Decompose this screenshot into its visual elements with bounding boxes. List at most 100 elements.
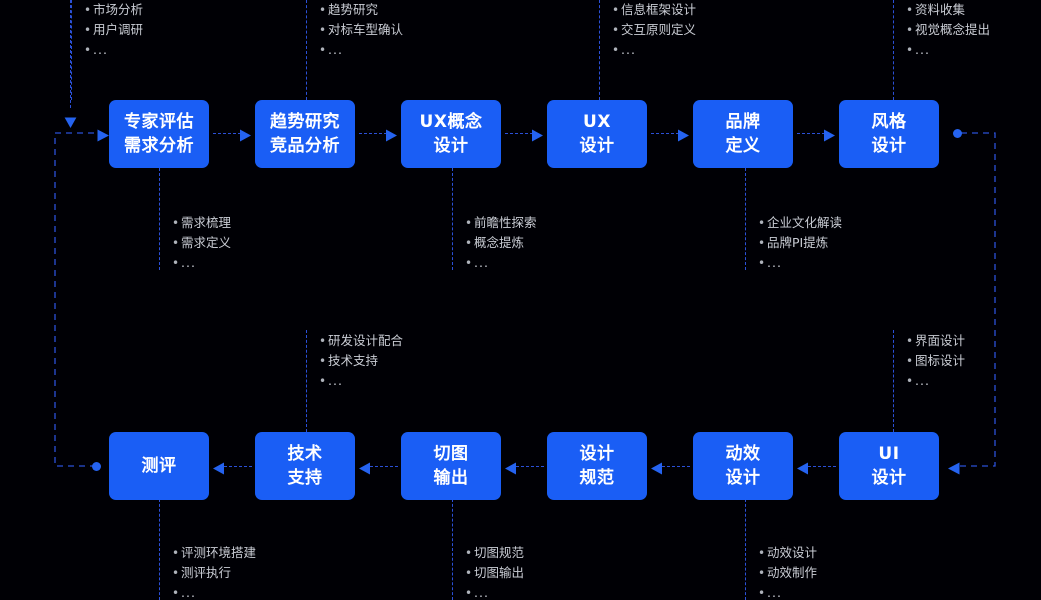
stem-note-trend: [306, 0, 307, 100]
bullet-icon: •: [465, 566, 473, 580]
bullet-icon: •: [84, 23, 92, 37]
list-item: •...: [758, 253, 842, 273]
node-line-2: 规范: [579, 468, 615, 488]
connector-incoming-top: [70, 0, 71, 108]
note-evaluation-detail: •评测环境搭建 •测评执行 •...: [172, 543, 256, 600]
bullet-icon: •: [84, 3, 92, 17]
node-trend-research[interactable]: 趋势研究 竞品分析: [255, 100, 355, 168]
loop-origin-dot-right: [953, 129, 962, 138]
node-ux-concept[interactable]: UX概念 设计: [401, 100, 501, 168]
list-item: •...: [758, 583, 817, 600]
arrowhead-bottom-5: [797, 460, 808, 479]
list-item: •信息框架设计: [612, 0, 696, 20]
node-evaluation[interactable]: 测评: [109, 432, 209, 500]
connector-bottom-2: [370, 466, 398, 467]
list-item: •用户调研: [84, 20, 143, 40]
bullet-icon: •: [758, 546, 766, 560]
note-material-collection: •资料收集 •视觉概念提出 •...: [906, 0, 990, 60]
note-ui-interface: •界面设计 •图标设计 •...: [906, 331, 965, 391]
list-item: •企业文化解读: [758, 213, 842, 233]
list-item: •...: [319, 40, 403, 60]
stem-note-info: [599, 0, 600, 100]
bullet-icon: •: [465, 216, 473, 230]
node-line-2: 设计: [871, 136, 907, 156]
node-line-1: 技术: [287, 443, 323, 464]
bullet-icon: •: [319, 354, 327, 368]
node-line-2: 需求分析: [124, 136, 194, 156]
stem-note-concept: [452, 168, 453, 270]
connector-top-2: [359, 133, 387, 134]
node-slice-output[interactable]: 切图 输出: [401, 432, 501, 500]
connector-top-4: [651, 133, 679, 134]
list-item: •...: [465, 583, 524, 600]
bullet-icon: •: [172, 546, 180, 560]
node-tech-support[interactable]: 技术 支持: [255, 432, 355, 500]
bullet-icon: •: [906, 354, 914, 368]
bullet-icon: •: [612, 23, 620, 37]
node-line-1: 专家评估: [124, 111, 194, 132]
bullet-icon: •: [465, 586, 473, 600]
list-item: •...: [84, 40, 143, 60]
list-item: •概念提炼: [465, 233, 537, 253]
list-item: •切图输出: [465, 563, 524, 583]
stem-note-market: [71, 0, 72, 100]
node-ui-design[interactable]: UI 设计: [839, 432, 939, 500]
bullet-icon: •: [758, 216, 766, 230]
list-item: •评测环境搭建: [172, 543, 256, 563]
list-item: •界面设计: [906, 331, 965, 351]
arrowhead-incoming-top: [64, 113, 77, 132]
node-line-1: UX: [583, 111, 611, 132]
bullet-icon: •: [758, 256, 766, 270]
node-line-1: 测评: [141, 455, 177, 476]
list-item: •图标设计: [906, 351, 965, 371]
node-motion-design[interactable]: 动效 设计: [693, 432, 793, 500]
stem-note-ui: [893, 330, 894, 432]
bullet-icon: •: [906, 23, 914, 37]
node-line-1: 动效: [725, 443, 761, 464]
bullet-icon: •: [906, 334, 914, 348]
bullet-icon: •: [906, 3, 914, 17]
bullet-icon: •: [319, 23, 327, 37]
connector-bottom-5: [808, 466, 836, 467]
node-line-1: 趋势研究: [270, 111, 340, 132]
arrowhead-bottom-1: [213, 460, 224, 479]
loop-origin-dot-left: [92, 462, 101, 471]
arrowhead-bottom-4: [651, 460, 662, 479]
arrowhead-top-5: [824, 127, 835, 146]
node-line-1: 品牌: [725, 111, 761, 132]
arrowhead-top-2: [386, 127, 397, 146]
list-item: •动效设计: [758, 543, 817, 563]
list-item: •前瞻性探索: [465, 213, 537, 233]
bullet-icon: •: [172, 236, 180, 250]
list-item: •...: [319, 371, 403, 391]
node-expert-eval[interactable]: 专家评估 需求分析: [109, 100, 209, 168]
stem-note-slice: [452, 499, 453, 600]
note-development-support: •研发设计配合 •技术支持 •...: [319, 331, 403, 391]
list-item: •需求梳理: [172, 213, 231, 233]
list-item: •趋势研究: [319, 0, 403, 20]
node-ux-design[interactable]: UX 设计: [547, 100, 647, 168]
stem-note-brand: [745, 168, 746, 270]
bullet-icon: •: [758, 566, 766, 580]
node-design-spec[interactable]: 设计 规范: [547, 432, 647, 500]
bullet-icon: •: [319, 3, 327, 17]
bullet-icon: •: [758, 236, 766, 250]
list-item: •视觉概念提出: [906, 20, 990, 40]
node-line-2: 设计: [871, 468, 907, 488]
node-line-1: 切图: [433, 443, 469, 464]
bullet-icon: •: [319, 43, 327, 57]
note-information-architecture: •信息框架设计 •交互原则定义 •...: [612, 0, 696, 60]
bullet-icon: •: [172, 586, 180, 600]
node-line-1: UX概念: [419, 111, 483, 132]
node-brand-definition[interactable]: 品牌 定义: [693, 100, 793, 168]
node-line-2: 定义: [725, 136, 761, 156]
bullet-icon: •: [612, 3, 620, 17]
list-item: •...: [465, 253, 537, 273]
node-line-2: 设计: [579, 136, 615, 156]
node-style-design[interactable]: 风格 设计: [839, 100, 939, 168]
stem-note-dev: [306, 330, 307, 432]
bullet-icon: •: [319, 334, 327, 348]
connector-bottom-4: [662, 466, 690, 467]
arrowhead-bottom-3: [505, 460, 516, 479]
